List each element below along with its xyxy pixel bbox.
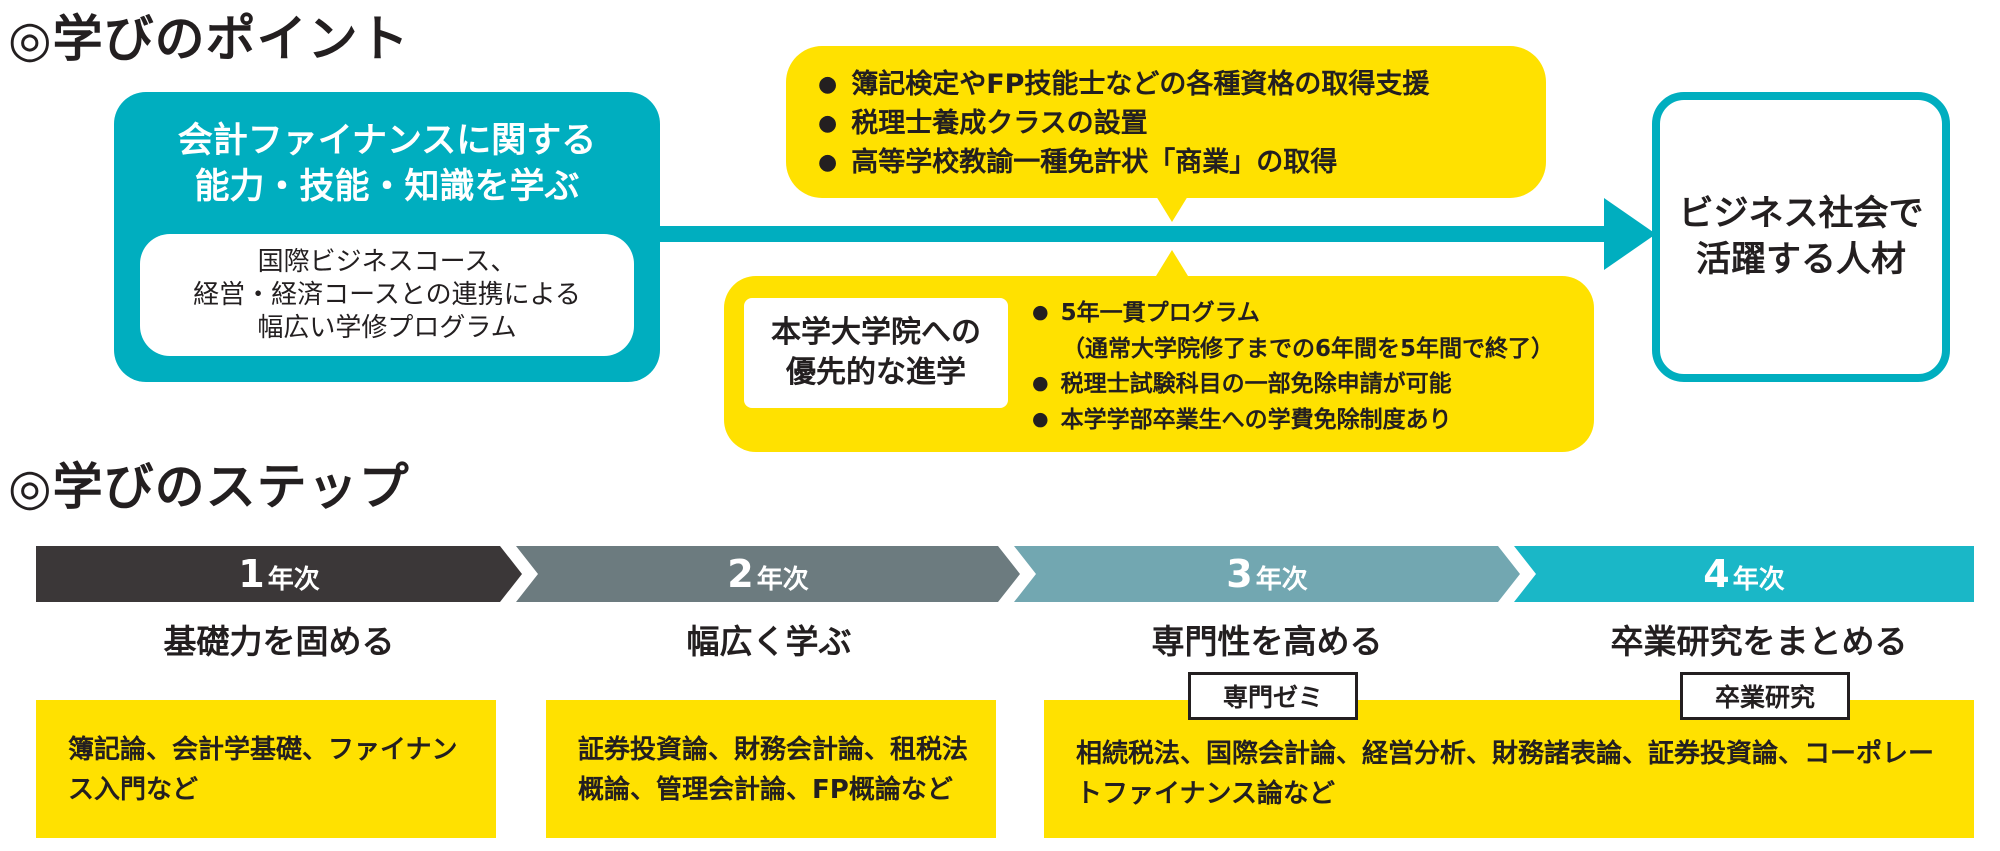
arrow-right-icon	[1604, 198, 1656, 270]
year-2-courses: 証券投資論、財務会計論、租税法 概論、管理会計論、FP概論など	[546, 700, 996, 838]
year-number: 3	[1226, 552, 1253, 596]
core-learning-box: 会計ファイナンスに関する 能力・技能・知識を学ぶ 国際ビジネスコース、 経営・経…	[114, 92, 660, 382]
year-suffix: 年次	[1255, 564, 1308, 595]
graduate-benefit-item: 税理士試験科目の一部免除申請が可能	[1032, 367, 1592, 403]
course-line: 証券投資論、財務会計論、租税法	[578, 735, 969, 765]
course-collaboration-line: 国際ビジネスコース、	[257, 246, 517, 277]
course-line: 簿記論、会計学基礎、ファイナン	[68, 735, 458, 765]
outcome-line: ビジネス社会で	[1678, 194, 1924, 234]
year-number: 4	[1703, 552, 1730, 596]
year-1-heading: 基礎力を固める	[163, 622, 395, 661]
course-collaboration-box: 国際ビジネスコース、 経営・経済コースとの連携による 幅広い学修プログラム	[140, 234, 634, 356]
graduation-research-tag: 卒業研究	[1680, 672, 1850, 720]
outcome-box: ビジネス社会で 活躍する人材	[1652, 92, 1950, 382]
graduate-benefits-list: 5年一貫プログラム （通常大学院修了までの6年間を5年間で終了） 税理士試験科目…	[1032, 296, 1592, 439]
qualification-item: 税理士養成クラスの設置	[818, 105, 1546, 144]
outcome-line: 活躍する人材	[1695, 240, 1906, 280]
qualification-item: 高等学校教諭一種免許状「商業」の取得	[818, 144, 1546, 183]
graduate-benefit-note: （通常大学院修了までの6年間を5年間で終了）	[1062, 336, 1555, 362]
year-number: 1	[238, 552, 265, 596]
course-collaboration-line: 幅広い学修プログラム	[257, 312, 517, 343]
year-suffix: 年次	[756, 564, 809, 595]
graduate-school-label-line: 本学大学院への	[771, 315, 981, 350]
graduate-school-label: 本学大学院への 優先的な進学	[744, 298, 1008, 408]
course-line: 相続税法、国際会計論、経営分析、財務諸表論、証券投資論、コーポレー	[1076, 739, 1935, 769]
core-learning-heading-line: 能力・技能・知識を学ぶ	[194, 167, 580, 207]
course-line: 概論、管理会計論、FP概論など	[578, 775, 953, 805]
course-line: トファイナンス論など	[1076, 779, 1335, 809]
core-learning-heading: 会計ファイナンスに関する 能力・技能・知識を学ぶ	[114, 118, 660, 210]
year-2-heading: 幅広く学ぶ	[686, 622, 852, 661]
graduate-school-label-line: 優先的な進学	[786, 355, 966, 390]
qualification-support-callout: 簿記検定やFP技能士などの各種資格の取得支援 税理士養成クラスの設置 高等学校教…	[786, 46, 1546, 222]
points-section-title: ◎学びのポイント	[8, 10, 410, 68]
graduate-school-callout: 本学大学院への 優先的な進学 5年一貫プログラム （通常大学院修了までの6年間を…	[724, 250, 1594, 452]
year-3-4-courses: 相続税法、国際会計論、経営分析、財務諸表論、証券投資論、コーポレー トファイナン…	[1044, 700, 1974, 838]
graduate-benefit-item: 5年一貫プログラム	[1032, 296, 1592, 332]
seminar-tag: 専門ゼミ	[1188, 672, 1358, 720]
year-suffix: 年次	[1732, 564, 1785, 595]
graduate-benefit-item: 本学学部卒業生への学費免除制度あり	[1032, 403, 1592, 439]
course-collaboration-line: 経営・経済コースとの連携による	[193, 279, 581, 310]
core-learning-heading-line: 会計ファイナンスに関する	[177, 121, 597, 161]
main-flow-arrow-line	[640, 226, 1640, 242]
year-suffix: 年次	[267, 564, 320, 595]
year-3-heading: 専門性を高める	[1151, 622, 1383, 661]
steps-section-title: ◎学びのステップ	[8, 458, 410, 516]
course-line: ス入門など	[68, 775, 199, 805]
year-1-courses: 簿記論、会計学基礎、ファイナン ス入門など	[36, 700, 496, 838]
year-4-heading: 卒業研究をまとめる	[1610, 622, 1908, 661]
qualification-item: 簿記検定やFP技能士などの各種資格の取得支援	[818, 66, 1546, 105]
year-number: 2	[727, 552, 754, 596]
